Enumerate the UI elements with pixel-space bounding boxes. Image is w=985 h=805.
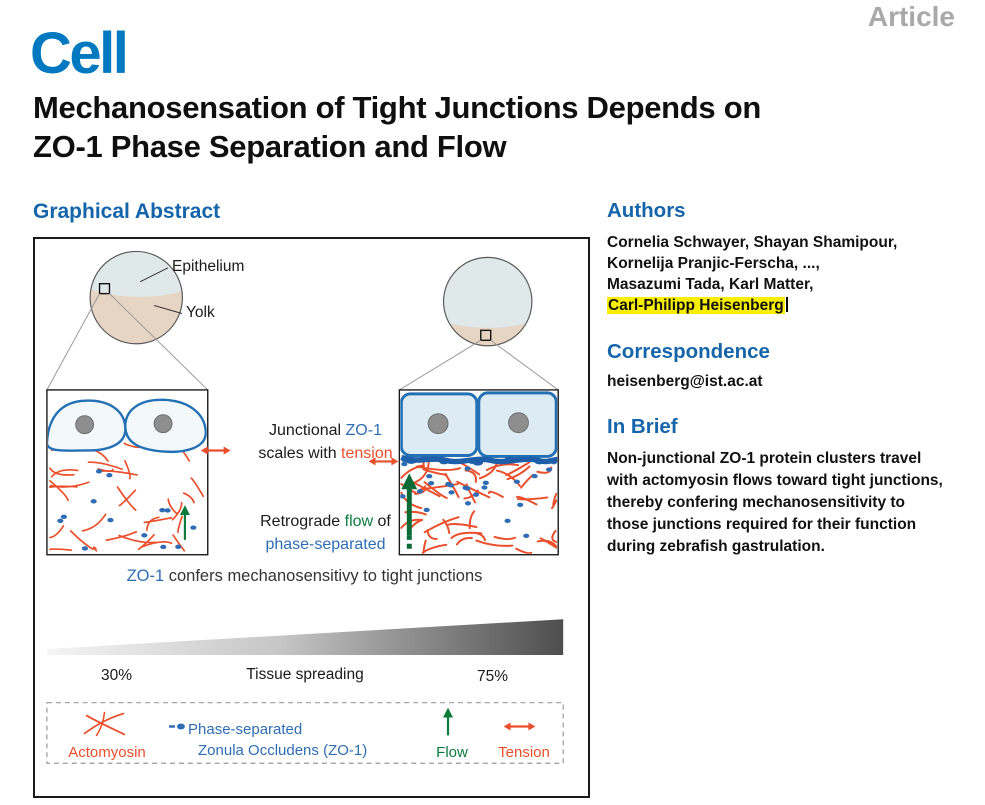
legend-zonula-label: Zonula Occludens (ZO-1) [198, 742, 368, 759]
word-phase-separated: phase-separated [265, 536, 386, 553]
tension-arrow-left [200, 446, 231, 455]
flow-arrow-icon [443, 707, 453, 736]
graphical-abstract-heading: Graphical Abstract [33, 200, 221, 223]
embryo-left [89, 250, 184, 345]
highlighted-author: Carl-Philipp Heisenberg [607, 297, 785, 314]
actomyosin-icon [83, 711, 126, 737]
nucleus [508, 412, 529, 434]
legend-tension-label: Tension [498, 744, 550, 761]
zo1-junction-line [400, 454, 558, 465]
correspondence-email: heisenberg@ist.ac.at [607, 373, 763, 390]
graphical-abstract-figure: Epithelium Yolk Junctional ZO-1 scales w… [33, 237, 590, 798]
paper-title-line2: ZO-1 Phase Separation and Flow [33, 129, 507, 164]
flow-arrow-right [401, 473, 418, 549]
caption-zo1: ZO-1 [126, 567, 165, 585]
nucleus [427, 413, 449, 435]
legend-phase-separated-label: Phase-separated [188, 721, 303, 738]
roi-box-left [98, 282, 111, 295]
authors-line3: Masazumi Tada, Karl Matter, [607, 276, 814, 293]
word-junctional: Junctional [269, 422, 342, 439]
zoom-panel-left [46, 389, 231, 556]
in-brief-text: Non-junctional ZO-1 protein clusters tra… [607, 450, 943, 555]
authors-heading: Authors [607, 199, 686, 222]
roi-box-right [480, 329, 492, 341]
caption-rest: confers mechanosensitivy to tight juncti… [168, 567, 483, 585]
zoom-lines-right [399, 339, 559, 391]
authors-line2: Kornelija Pranjic-Ferscha, ..., [607, 255, 820, 272]
embryo-right [442, 256, 533, 347]
yolk-label: Yolk [186, 304, 215, 321]
zoom-panel-right [368, 389, 559, 556]
nucleus [153, 414, 173, 434]
zoom-lines-left [46, 293, 209, 391]
tension-arrow-icon [503, 722, 536, 731]
text-cursor [785, 297, 788, 312]
junctional-zo1-text: Junctional ZO-1 scales with tension [228, 419, 423, 465]
spreading-left-percent: 30% [101, 667, 133, 684]
word-scales-with: scales with [258, 445, 337, 462]
paper-title: Mechanosensation of Tight Junctions Depe… [33, 88, 761, 166]
word-tension: tension [341, 445, 393, 462]
article-info-panel: Authors Cornelia Schwayer, Shayan Shamip… [607, 199, 955, 558]
correspondence-heading: Correspondence [607, 340, 770, 363]
tension-arrow-right [368, 457, 399, 466]
authors-list: Cornelia Schwayer, Shayan Shamipour, Kor… [607, 232, 955, 316]
figure-caption: ZO-1 confers mechanosensitivy to tight j… [52, 567, 557, 586]
word-of: of [377, 513, 391, 530]
spreading-gradient-wedge [46, 619, 564, 656]
word-zo1: ZO-1 [345, 422, 382, 439]
epithelium-label: Epithelium [172, 258, 245, 275]
in-brief-heading: In Brief [607, 415, 678, 438]
graphical-abstract-art [46, 250, 564, 764]
legend-actomyosin-label: Actomyosin [68, 744, 146, 761]
journal-logo: Cell [30, 21, 129, 86]
legend-box [46, 702, 564, 764]
word-retrograde: Retrograde [260, 513, 341, 530]
zo1-dot-icon [169, 723, 185, 730]
word-flow: flow [344, 513, 374, 530]
tissue-spreading-label: Tissue spreading [246, 666, 364, 683]
spreading-right-percent: 75% [477, 668, 509, 685]
retrograde-flow-text: Retrograde flow of phase-separated [228, 510, 423, 556]
authors-line1: Cornelia Schwayer, Shayan Shamipour, [607, 234, 898, 251]
nucleus [75, 415, 95, 435]
flow-arrow-left [179, 505, 190, 540]
legend-flow-label: Flow [436, 744, 468, 761]
paper-title-line1: Mechanosensation of Tight Junctions Depe… [33, 90, 761, 125]
article-type-label: Article [867, 1, 955, 32]
actomyosin-network-right [400, 457, 558, 554]
